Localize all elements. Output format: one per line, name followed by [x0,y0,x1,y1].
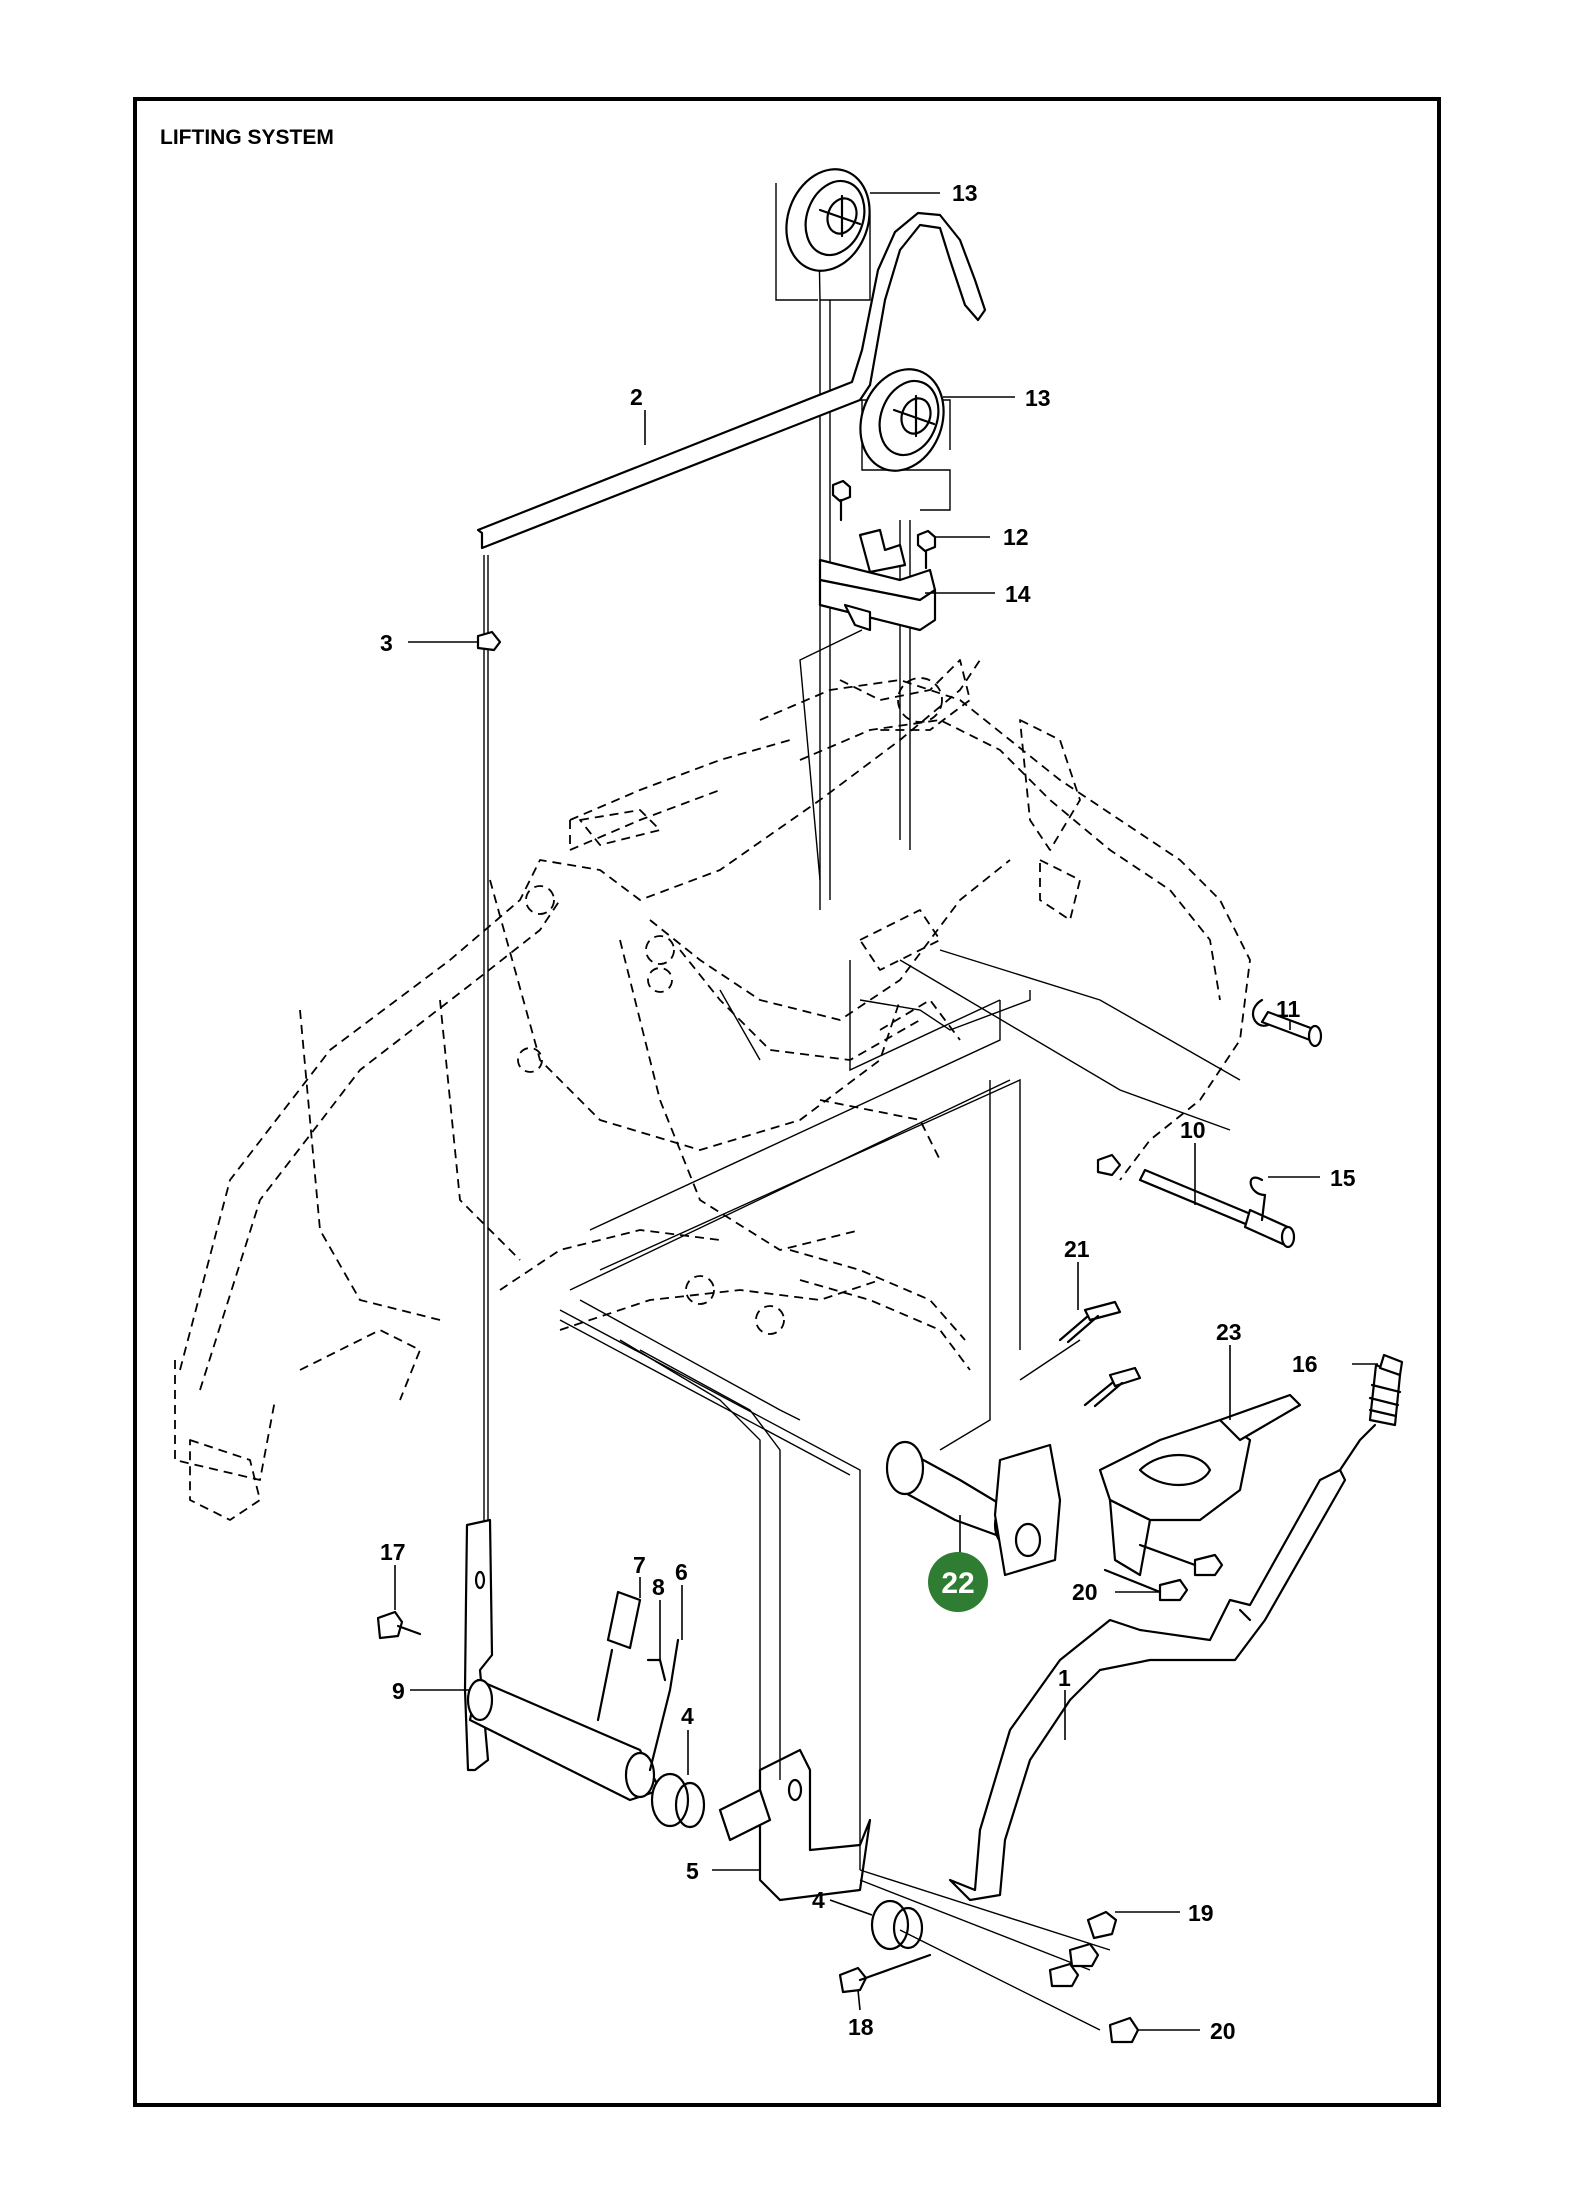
part-handle-7 [596,1590,642,1722]
part-bushing-4a [650,1772,706,1829]
callout-11: 11 [1276,996,1301,1022]
diagram-title: LIFTING SYSTEM [160,126,334,149]
part-bracket-14 [818,528,937,632]
callout-10: 10 [1180,1117,1206,1143]
callout-12: 12 [1003,524,1029,550]
part-bracket-23 [1098,1393,1302,1577]
callout-21: 21 [1064,1236,1090,1262]
part-pin-8 [646,1658,667,1682]
callout-13b: 13 [1025,385,1051,411]
part-cross-shaft [466,1678,662,1802]
part-bolt-17 [376,1610,422,1640]
callout-16: 16 [1292,1351,1318,1377]
part-nut-19 [1086,1910,1118,1940]
callout-13a: 13 [952,180,978,206]
callout-14: 14 [1005,581,1031,607]
part-bolt-18 [838,1953,932,1994]
callout-7: 7 [633,1552,646,1578]
part-pulley-13a [785,168,871,272]
callout-23: 23 [1216,1319,1242,1345]
part-bolts-20-upper [1103,1543,1224,1602]
part-arm-9 [463,1518,494,1772]
callout-4a: 4 [681,1703,694,1729]
part-pin-11 [1251,998,1323,1048]
part-bolt-20-lower [1108,2016,1140,2044]
part-tube-22 [885,1440,1062,1577]
part-clip-3 [476,630,502,652]
part-lever-1 [948,1423,1377,1902]
callout-9: 9 [392,1678,405,1704]
part-bushing-4b [870,1899,924,1951]
callout-8: 8 [652,1574,665,1600]
callout-17: 17 [380,1539,406,1565]
part-nuts-lower [1048,1942,1100,1988]
part-rod-2 [476,211,987,550]
callout-18: 18 [848,2014,874,2040]
part-spring-6 [648,1638,680,1772]
part-clip-15 [1249,1176,1267,1222]
part-pulley-13b [859,368,945,472]
callout-4b: 4 [812,1887,825,1913]
part-cable-16 [1368,1353,1404,1427]
callout-2: 2 [630,384,643,410]
part-bolts-12 [831,479,937,570]
callout-labels: 13 13 2 12 14 3 11 10 15 21 23 16 20 1 1… [380,180,1356,2044]
highlight-badge-22: 22 [928,1552,988,1612]
callout-3: 3 [380,630,393,656]
callout-20b: 20 [1210,2018,1236,2044]
callout-1: 1 [1058,1665,1071,1691]
highlight-label: 22 [941,1567,974,1600]
callout-20a: 20 [1072,1579,1098,1605]
part-long-shaft [559,1309,1111,2031]
callout-6: 6 [675,1559,688,1585]
callout-19: 19 [1188,1900,1214,1926]
part-bracket-5 [718,1748,872,1902]
callout-15: 15 [1330,1165,1356,1191]
callout-5: 5 [686,1858,699,1884]
part-bolts-21 [1058,1300,1142,1408]
part-pin-10 [1096,1153,1296,1249]
